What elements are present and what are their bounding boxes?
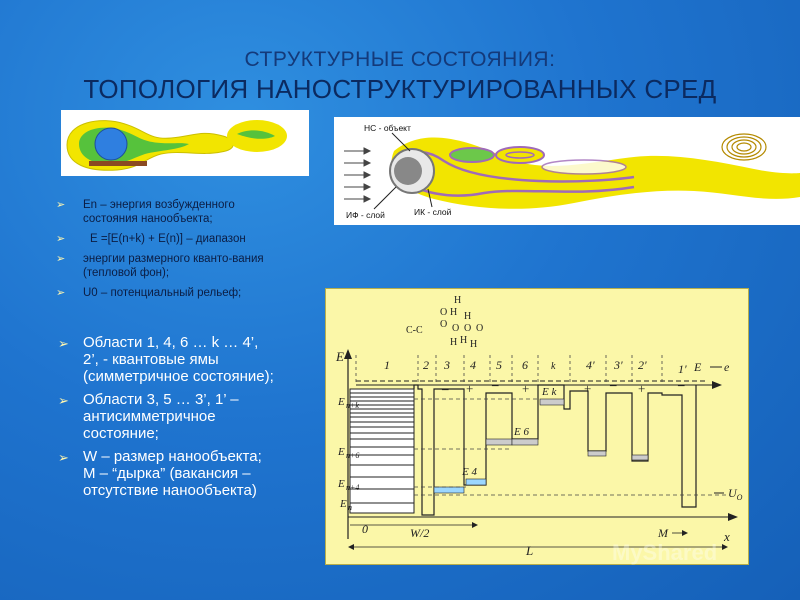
figure-layers-panel: НС - объект ИФ - слой ИК - слой: [334, 117, 800, 225]
svg-text:H: H: [450, 337, 457, 348]
slide-title-line1: СТРУКТУРНЫЕ СОСТОЯНИЯ:: [244, 48, 556, 71]
svg-text:O: O: [476, 323, 483, 334]
label-hs-object: НС - объект: [364, 123, 411, 133]
svg-text:E 4: E 4: [461, 466, 477, 478]
layers-figure: НС - объект ИФ - слой ИК - слой: [334, 117, 800, 225]
region-label: 4: [470, 358, 476, 372]
bullet-item: ➢ W – размер нанообъекта; M – “дырка” (ва…: [56, 448, 274, 499]
energy-diagram-panel: H O H H O O O O H H H C-C E x 0 E e: [325, 288, 749, 565]
bullet-item: ➢ Области 3, 5 … 3’, 1’ – антисимметрично…: [56, 391, 274, 442]
bullet-item: ➢ En – энергия возбужденного состояния на…: [56, 198, 281, 226]
sign-label: –: [609, 377, 617, 392]
figure-blob-panel: [61, 110, 309, 176]
region-label: 2: [423, 358, 429, 372]
svg-text:H: H: [470, 339, 477, 350]
bullet-text: W – размер нанообъекта; M – “дырка” (вак…: [83, 448, 262, 499]
energy-diagram: H O H H O O O O H H H C-C E x 0 E e: [335, 295, 743, 558]
right-E-label: E: [693, 360, 702, 374]
sign-label: –: [677, 377, 685, 392]
right-e-label: e: [724, 360, 730, 374]
region-label: 3': [613, 358, 623, 372]
svg-text:O: O: [464, 323, 471, 334]
svg-text:E k: E k: [541, 386, 557, 398]
bullet-arrow-icon: ➢: [56, 233, 66, 245]
region-label: 4': [586, 358, 595, 372]
bullet-text: Области 3, 5 … 3’, 1’ – антисимметричное…: [83, 391, 239, 442]
bullet-arrow-icon: ➢: [58, 450, 69, 465]
region-label: k: [551, 361, 556, 372]
bullet-text: U0 – потенциальный рельеф;: [83, 287, 242, 299]
svg-text:E 6: E 6: [513, 426, 529, 438]
svg-text:E: E: [337, 396, 345, 408]
svg-text:H: H: [450, 307, 457, 318]
region-label: 6: [522, 358, 528, 372]
blob-figure: [61, 110, 309, 176]
small-bullet-list: ➢ En – энергия возбужденного состояния на…: [56, 198, 281, 306]
l-label: L: [525, 543, 533, 558]
sign-label: +: [584, 381, 591, 396]
bullet-item: ➢ U0 – потенциальный рельеф;: [56, 286, 281, 300]
bullet-item: ➢ Области 1, 4, 6 … k … 4’, 2’, - квантов…: [56, 334, 274, 385]
bullet-text: E =[E(n+k) + E(n)] – диапазон: [90, 233, 246, 245]
svg-text:n: n: [348, 503, 352, 512]
sign-label: +: [638, 381, 645, 396]
slide-title-line2: ТОПОЛОГИЯ НАНОСТРУКТУРИРОВАННЫХ СРЕД: [83, 74, 717, 104]
sign-label: +: [466, 381, 473, 396]
svg-text:n+4: n+4: [346, 483, 359, 492]
svg-text:E: E: [337, 446, 345, 458]
region-label: 2': [638, 358, 647, 372]
svg-text:n+6: n+6: [346, 451, 359, 460]
label-if-layer: ИФ - слой: [346, 210, 385, 220]
svg-text:O: O: [452, 323, 459, 334]
bullet-text: Области 1, 4, 6 … k … 4’, 2’, - квантовы…: [83, 334, 274, 385]
svg-text:H: H: [454, 295, 461, 306]
u0-label: UO: [728, 486, 743, 502]
sign-label: +: [522, 381, 529, 396]
region-label: 1': [678, 362, 687, 376]
bullet-item: ➢ энергии размерного кванто-вания (теплов…: [56, 252, 281, 280]
svg-text:n+k: n+k: [346, 401, 359, 410]
axis-e-label: E: [335, 349, 344, 364]
bullet-arrow-icon: ➢: [58, 393, 69, 408]
region-labels: 1 2 3 4 5 6 k 4' 3' 2' 1': [384, 358, 687, 376]
watermark: MyShared: [612, 540, 718, 565]
bullet-arrow-icon: ➢: [58, 336, 69, 351]
bullet-item: ➢ E =[E(n+k) + E(n)] – диапазон: [56, 232, 281, 246]
bullet-arrow-icon: ➢: [56, 287, 66, 299]
svg-text:E: E: [337, 478, 345, 490]
region-label: 1: [384, 358, 390, 372]
svg-text:O: O: [440, 307, 447, 318]
axis-x-label: x: [723, 529, 730, 544]
svg-text:E: E: [339, 498, 347, 510]
svg-text:O: O: [440, 319, 447, 330]
big-bullet-list: ➢ Области 1, 4, 6 … k … 4’, 2’, - квантов…: [56, 334, 274, 505]
bullet-text: En – энергия возбужденного состояния нан…: [83, 199, 235, 225]
label-ik-layer: ИК - слой: [414, 207, 452, 217]
svg-text:H: H: [460, 335, 467, 346]
sign-label: –: [491, 377, 499, 392]
m-label: M: [657, 526, 669, 540]
molecule-cc-label: C-C: [406, 325, 423, 336]
molecule-sketch: H O H H O O O O H H H C-C: [406, 295, 483, 350]
region-label: 5: [496, 358, 502, 372]
w2-label: W/2: [410, 526, 429, 540]
region-label: 3: [443, 358, 450, 372]
origin-label: 0: [362, 522, 368, 536]
bullet-arrow-icon: ➢: [56, 199, 66, 211]
bullet-text: энергии размерного кванто-вания (теплово…: [83, 253, 264, 279]
inner-level-labels: E k E 6 E 4: [461, 386, 557, 478]
bullet-arrow-icon: ➢: [56, 253, 66, 265]
svg-text:H: H: [464, 311, 471, 322]
